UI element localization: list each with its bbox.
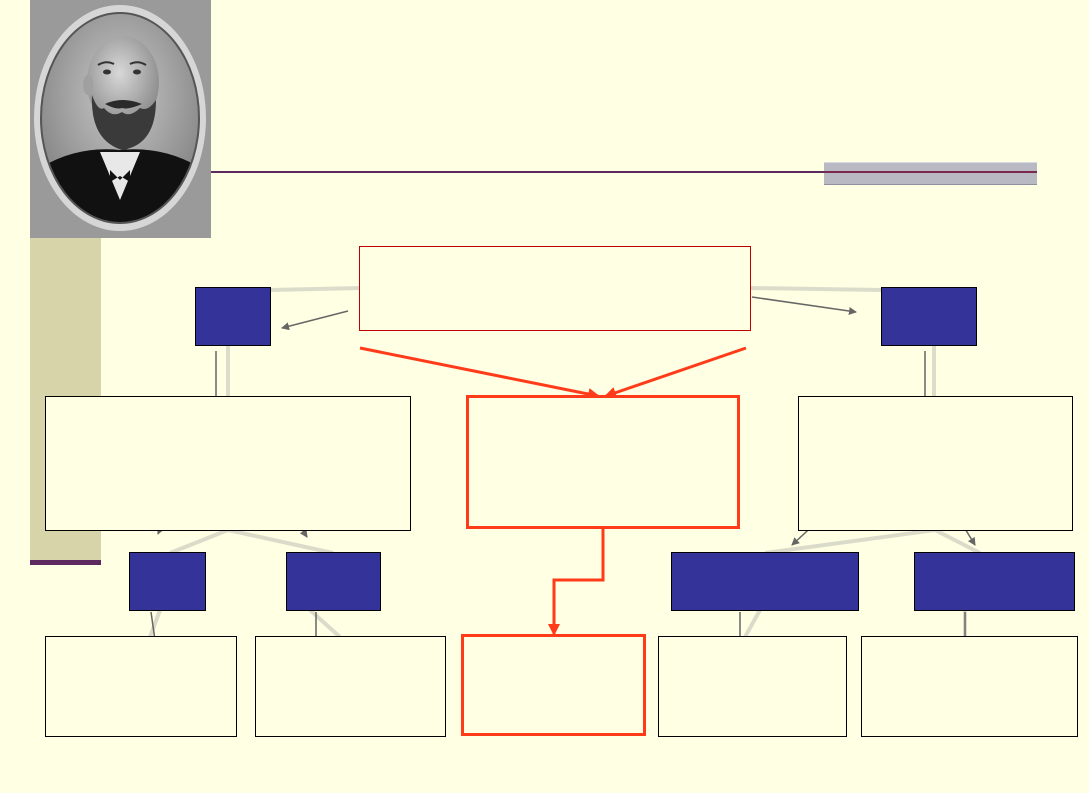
top-center-box bbox=[359, 246, 751, 331]
right-blue-node-b-text bbox=[915, 553, 1074, 610]
arrow-top-to-right-blue bbox=[751, 296, 857, 315]
left-blue-node-b bbox=[286, 552, 381, 611]
right-blue-node-a-text bbox=[672, 553, 858, 610]
bottom-box-2-text bbox=[256, 637, 445, 736]
left-blue-node-a-text bbox=[130, 553, 205, 610]
left-blue-node-a bbox=[129, 552, 206, 611]
bottom-box-1-text bbox=[46, 637, 236, 736]
left-blue-node bbox=[195, 287, 271, 346]
side-panel-accent bbox=[30, 560, 101, 565]
bottom-center-box-text bbox=[464, 637, 643, 733]
bottom-box-5-text bbox=[862, 637, 1077, 736]
left-group-box-text bbox=[46, 397, 410, 530]
bottom-box-4-text bbox=[659, 637, 846, 736]
right-group-box-text bbox=[799, 397, 1072, 530]
red-arrow-right-to-center bbox=[604, 346, 747, 399]
bottom-box-5 bbox=[861, 636, 1078, 737]
left-group-box bbox=[45, 396, 411, 531]
red-arrow-left-to-center bbox=[359, 346, 600, 400]
right-blue-node bbox=[881, 287, 977, 346]
page-title bbox=[230, 60, 1030, 120]
right-blue-node-a bbox=[671, 552, 859, 611]
center-result-box bbox=[466, 395, 740, 529]
right-blue-node-text bbox=[882, 288, 976, 345]
left-blue-node-b-text bbox=[287, 553, 380, 610]
right-blue-node-b bbox=[914, 552, 1075, 611]
title-rule bbox=[211, 171, 1037, 173]
bearded-man-portrait-icon bbox=[30, 0, 211, 238]
arrow-top-to-left-blue bbox=[281, 310, 349, 331]
title-rule-accent-line bbox=[824, 171, 1037, 173]
bottom-box-4 bbox=[658, 636, 847, 737]
left-blue-node-text bbox=[196, 288, 270, 345]
center-result-box-text bbox=[469, 398, 737, 526]
bottom-box-2 bbox=[255, 636, 446, 737]
right-group-box bbox=[798, 396, 1073, 531]
bottom-box-1 bbox=[45, 636, 237, 737]
top-center-box-text bbox=[360, 247, 750, 330]
title-rule-accent bbox=[824, 162, 1037, 185]
red-arrow-center-to-bottom bbox=[548, 529, 605, 636]
bottom-center-box bbox=[461, 634, 646, 736]
portrait-photo bbox=[30, 0, 211, 238]
